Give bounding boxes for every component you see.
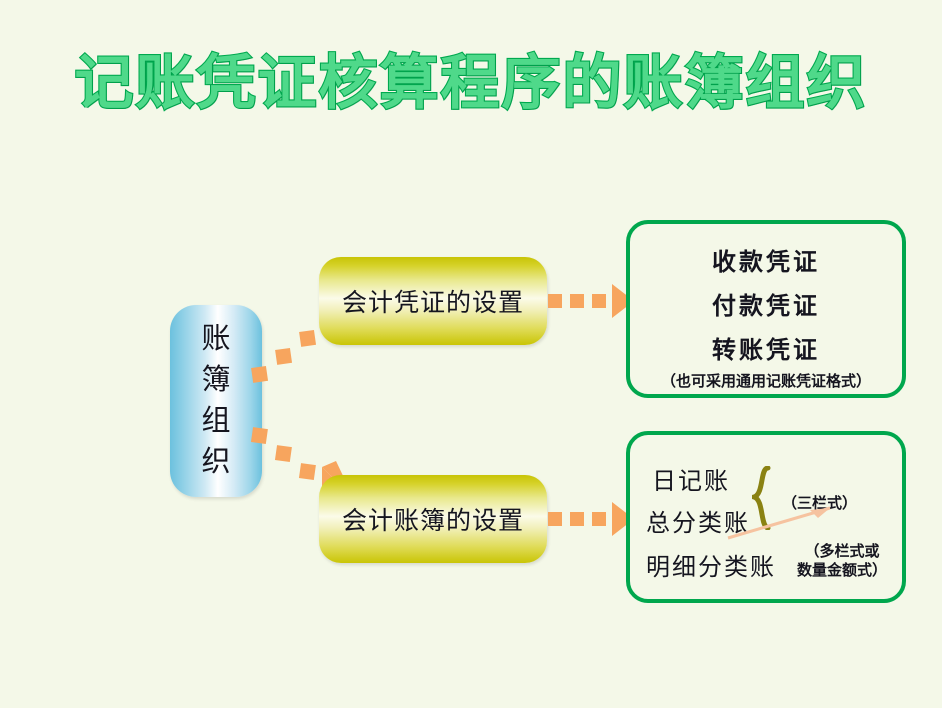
root-node-char-3: 组: [201, 405, 231, 437]
page-title: 记账凭证核算程序的账簿组织: [73, 48, 868, 117]
branch-label-books: 会计账簿的设置: [341, 508, 524, 535]
connector-vouchers-to-results: [548, 284, 634, 318]
results-box-vouchers: 收款凭证 付款凭证 转账凭证 （也可采用通用记账凭证格式）: [626, 220, 906, 398]
ledger-format-note-line2: 数量金额式）: [796, 562, 887, 579]
connector-books-to-results: [548, 502, 634, 536]
ledger-format-note: （多栏式或 数量金额式）: [782, 543, 902, 581]
voucher-format-note: （也可采用通用记账凭证格式）: [660, 374, 871, 390]
ledger-type-2: 总分类账: [646, 511, 750, 537]
results-box-books: 日记账 总分类账 明细分类账 （三栏式） （多栏式或 数量金额式）: [626, 431, 906, 603]
root-node-char-4: 织: [201, 446, 231, 479]
root-node-char-1: 账: [201, 322, 231, 355]
root-node-box[interactable]: 账 簿 组 织: [170, 305, 262, 497]
voucher-type-1: 收款凭证: [712, 250, 820, 276]
root-node-label: 账 簿 组 织: [201, 319, 230, 484]
branch-box-vouchers[interactable]: 会计凭证的设置: [319, 257, 547, 345]
branch-label-vouchers: 会计凭证的设置: [341, 290, 524, 317]
ledger-type-1: 日记账: [652, 469, 730, 495]
ledger-brace-note: （三栏式）: [782, 496, 858, 512]
branch-box-books[interactable]: 会计账簿的设置: [319, 475, 547, 563]
voucher-type-3: 转账凭证: [712, 338, 820, 364]
root-node-char-2: 簿: [201, 363, 231, 396]
voucher-type-2: 付款凭证: [712, 294, 820, 320]
ledger-type-3: 明细分类账: [646, 555, 776, 581]
ledger-format-note-line1: （多栏式或: [804, 544, 880, 560]
